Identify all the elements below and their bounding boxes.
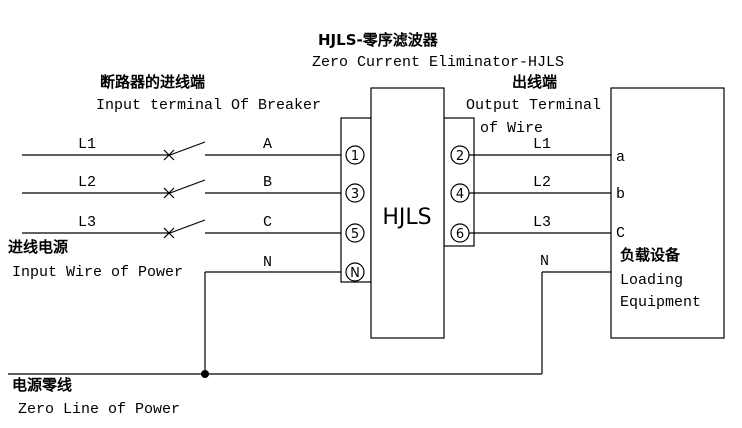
input-terminal-n: N — [345, 262, 365, 282]
output-neutral-line: N — [540, 253, 611, 374]
output-line-l3: L3 C — [469, 214, 625, 242]
phase-label-n: N — [263, 254, 272, 271]
breaker-label-en: Input terminal Of Breaker — [96, 97, 321, 114]
svg-text:6: 6 — [456, 227, 464, 242]
input-line-l1: L1 A — [22, 136, 341, 161]
load-label-en-1: Loading — [620, 272, 683, 289]
hjls-eliminator-label: HJLS — [382, 205, 431, 230]
zero-line-label-zh: 电源零线 — [12, 376, 72, 394]
zero-line — [8, 370, 542, 378]
output-line-l2: L2 b — [469, 174, 625, 203]
output-label-en-2: of Wire — [480, 120, 543, 137]
load-label-en-2: Equipment — [620, 294, 701, 311]
load-terminal-c: C — [616, 225, 625, 242]
hjls-eliminator-box — [370, 87, 445, 339]
input-terminal-3: 3 — [345, 183, 365, 203]
phase-label-c: C — [263, 214, 272, 231]
output-line-l1: L1 a — [469, 136, 625, 166]
output-terminal-6: 6 — [450, 223, 470, 243]
output-line-label-l1: L1 — [533, 136, 551, 153]
phase-label-b: B — [263, 174, 272, 191]
input-wire-label-zh: 进线电源 — [8, 238, 68, 256]
zero-line-label-en: Zero Line of Power — [18, 401, 180, 418]
input-neutral-line: N — [204, 254, 341, 374]
load-equipment-box — [610, 87, 725, 339]
junction-dot — [201, 370, 209, 378]
line-label-l2: L2 — [78, 174, 96, 191]
line-label-l3: L3 — [78, 214, 96, 231]
svg-text:4: 4 — [456, 187, 464, 202]
output-terminal-2: 2 — [450, 145, 470, 165]
input-line-l2: L2 B — [22, 174, 341, 199]
input-terminal-1: 1 — [345, 145, 365, 165]
svg-text:2: 2 — [456, 149, 464, 164]
output-label-zh: 出线端 — [512, 73, 557, 91]
output-line-label-l3: L3 — [533, 214, 551, 231]
output-line-label-n: N — [540, 253, 549, 270]
load-terminal-b: b — [616, 186, 625, 203]
phase-label-a: A — [263, 136, 272, 153]
svg-text:5: 5 — [351, 227, 359, 242]
breaker-label-zh: 断路器的进线端 — [100, 73, 205, 91]
line-label-l1: L1 — [78, 136, 96, 153]
load-label-zh: 负载设备 — [620, 246, 681, 264]
svg-text:N: N — [350, 266, 360, 281]
input-line-l3: L3 C — [22, 214, 341, 239]
output-label-en-1: Output Terminal — [466, 97, 601, 114]
title-zh: HJLS-零序滤波器 — [318, 31, 439, 49]
output-line-label-l2: L2 — [533, 174, 551, 191]
title-en: Zero Current Eliminator-HJLS — [312, 54, 564, 71]
load-terminal-a: a — [616, 149, 625, 166]
output-terminal-4: 4 — [450, 183, 470, 203]
svg-text:1: 1 — [351, 149, 359, 164]
input-terminal-5: 5 — [345, 223, 365, 243]
input-wire-label-en: Input Wire of Power — [12, 264, 183, 281]
svg-text:3: 3 — [351, 187, 359, 202]
